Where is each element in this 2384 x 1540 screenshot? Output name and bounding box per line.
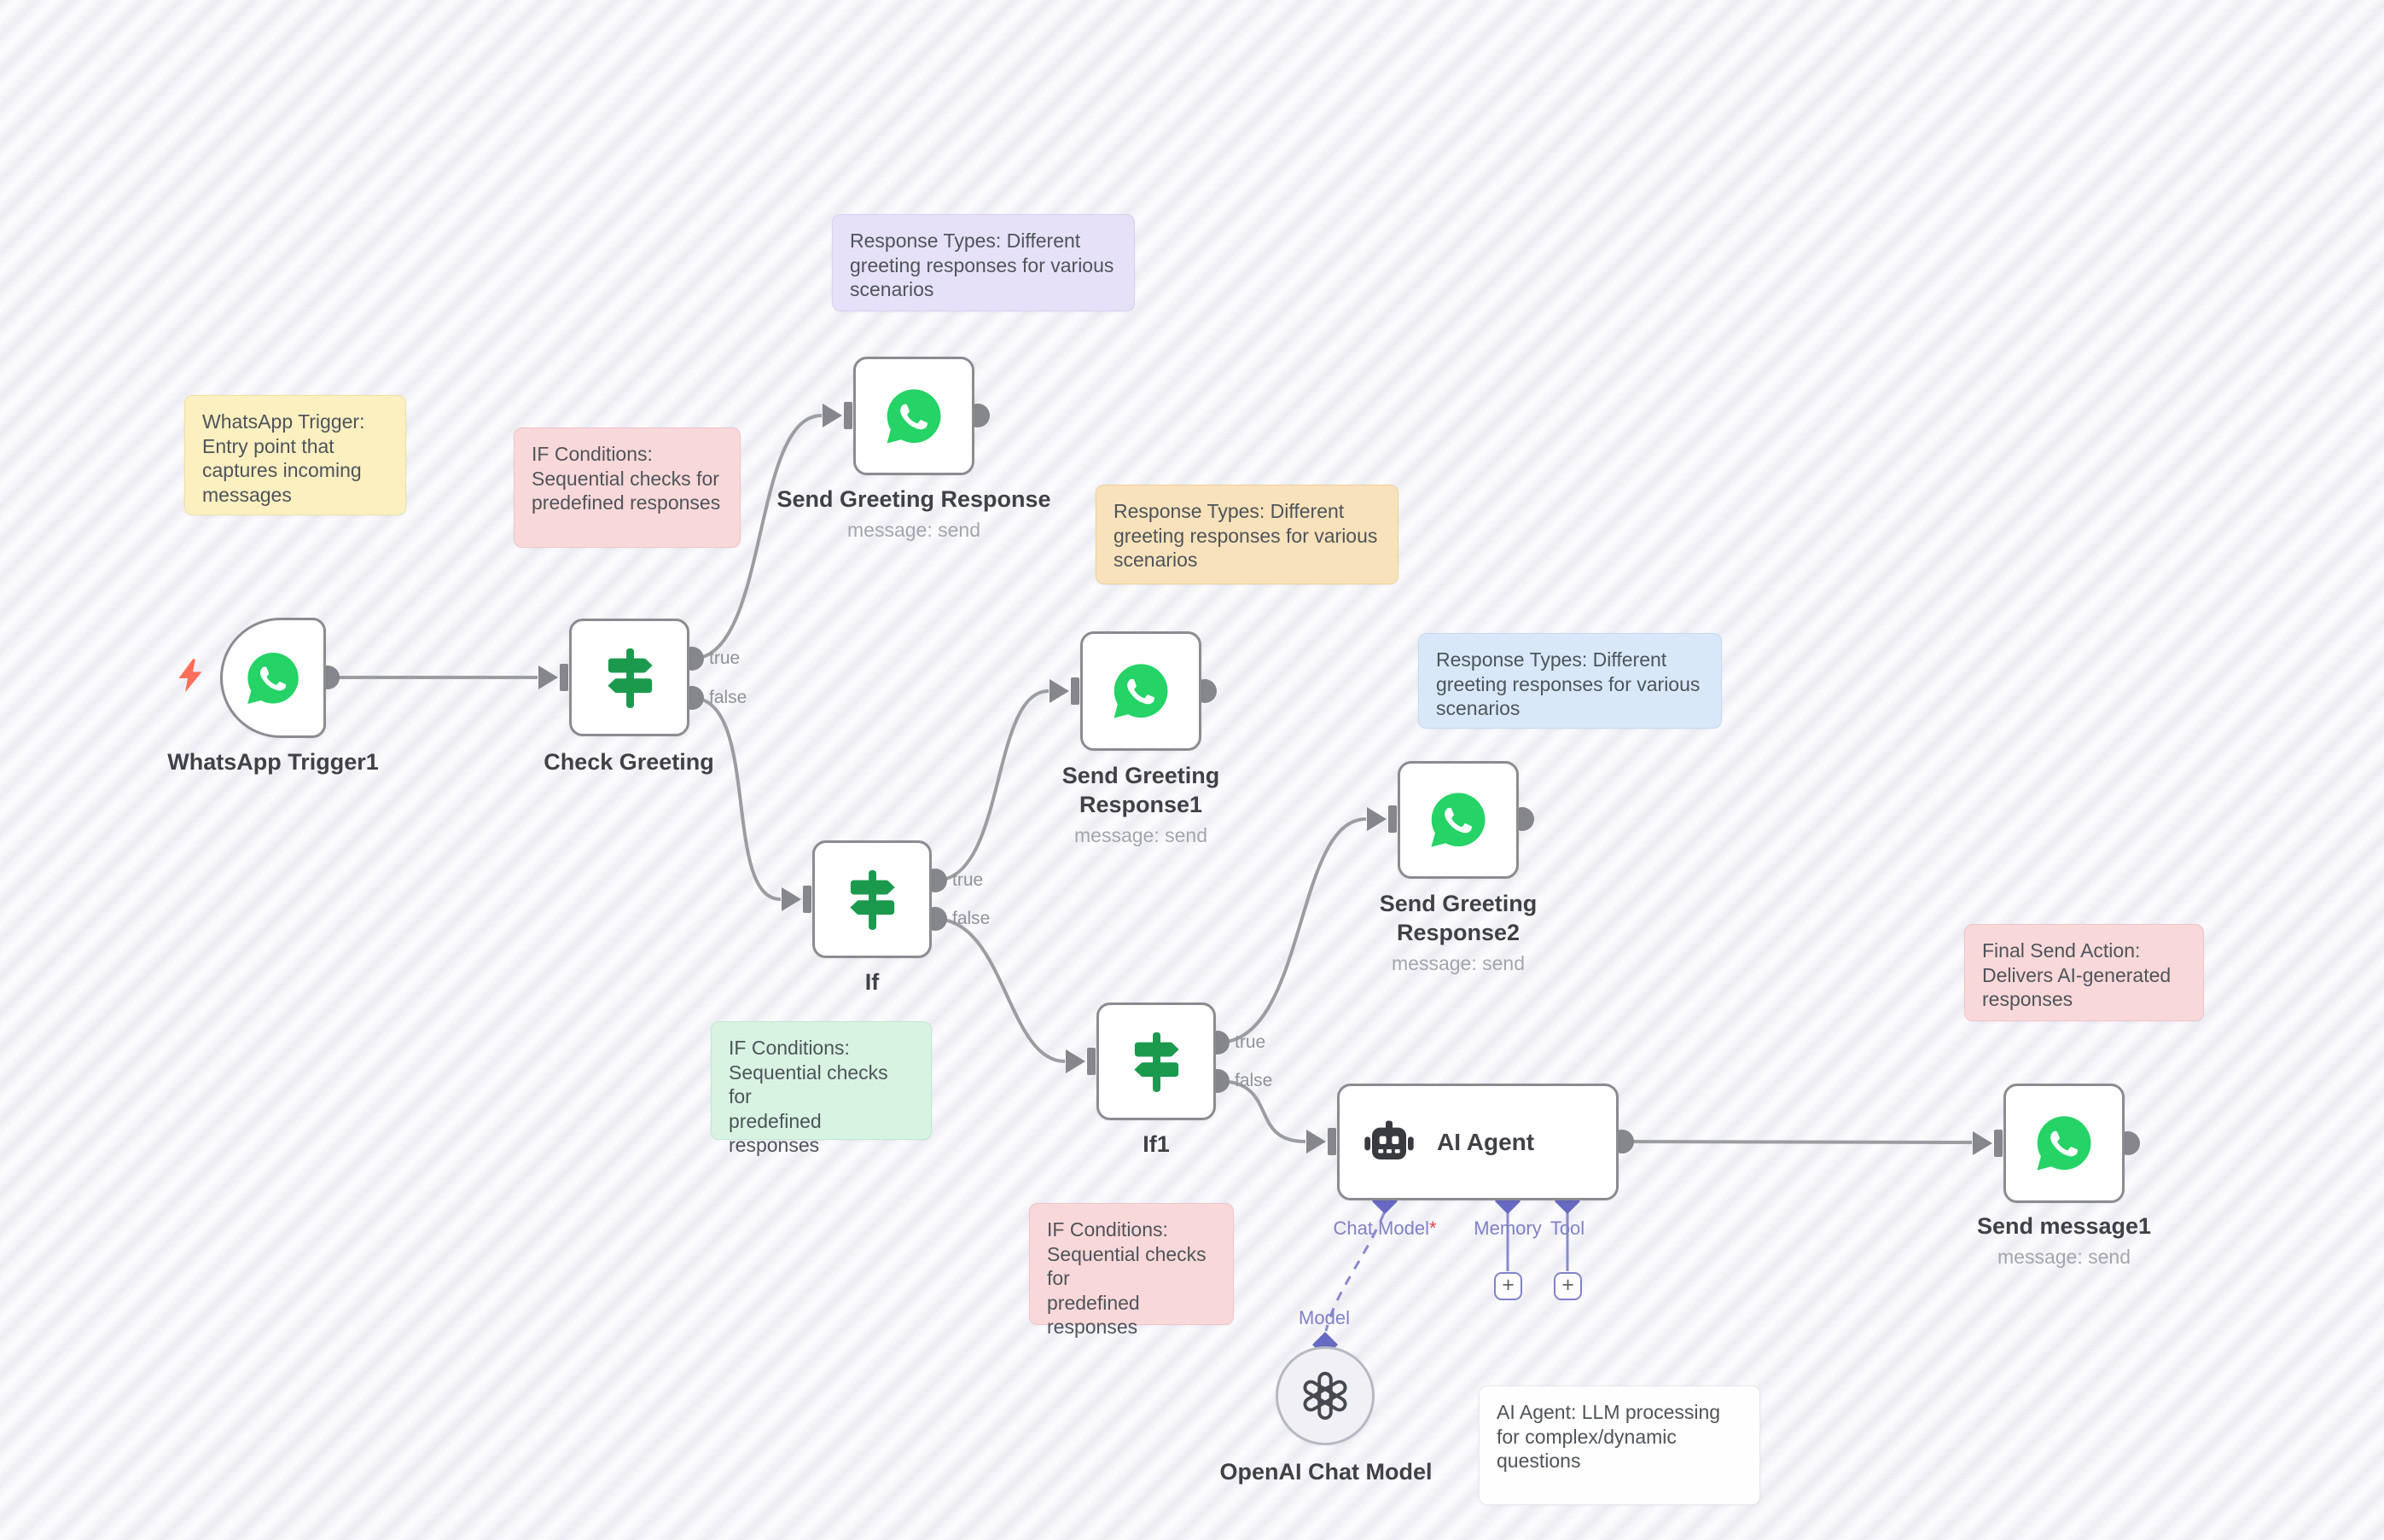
connection-if-true[interactable]	[934, 689, 1050, 882]
chat-model-port-label: Chat Model*	[1333, 1217, 1436, 1240]
if-signpost-icon	[1134, 1032, 1179, 1092]
if-signpost-icon	[607, 648, 653, 708]
node-subtitle: message: send	[1392, 952, 1525, 974]
sticky-note-response-types-orange[interactable]: Response Types: Different greeting respo…	[1096, 485, 1398, 584]
trigger-bolt-icon	[178, 659, 202, 693]
node-label: If1	[1143, 1131, 1170, 1157]
whatsapp-icon	[2037, 1116, 2091, 1171]
input-port[interactable]	[1066, 1048, 1096, 1075]
memory-port-label: Memory	[1474, 1217, 1542, 1239]
node-label: WhatsApp Trigger1	[167, 749, 379, 775]
sticky-note-if-conditions-green[interactable]: IF Conditions: Sequential checks for pre…	[711, 1021, 932, 1156]
if-signpost-icon	[850, 869, 895, 930]
connection-if1-true[interactable]	[1217, 817, 1367, 1044]
node-whatsapp-trigger1[interactable]	[220, 618, 326, 738]
whatsapp-icon	[247, 652, 299, 704]
add-tool-button[interactable]: +	[1554, 1272, 1582, 1300]
whatsapp-icon	[1431, 793, 1486, 847]
node-subtitle: message: send	[1997, 1246, 2131, 1268]
whatsapp-icon	[887, 388, 941, 444]
port-label-false: false	[709, 688, 747, 707]
input-port[interactable]	[823, 402, 852, 429]
node-send-greeting-response1[interactable]	[1080, 631, 1201, 751]
input-port[interactable]	[1306, 1128, 1336, 1155]
tool-port-label: Tool	[1550, 1217, 1585, 1239]
port-label-true: true	[1235, 1032, 1266, 1052]
model-port-label: Model	[1299, 1307, 1350, 1328]
input-port[interactable]	[1050, 677, 1079, 705]
node-ai-agent[interactable]: AI Agent	[1337, 1084, 1619, 1200]
sticky-note-response-types-purple[interactable]: Response Types: Different greeting respo…	[832, 214, 1135, 311]
node-send-greeting-response2[interactable]	[1398, 761, 1519, 879]
node-openai-chat-model[interactable]	[1276, 1346, 1375, 1445]
node-send-message1[interactable]	[2003, 1084, 2125, 1203]
robot-icon	[1364, 1120, 1414, 1159]
node-subtitle: message: send	[1074, 824, 1207, 846]
node-send-greeting-response[interactable]	[853, 357, 974, 475]
port-label-true: true	[709, 648, 741, 668]
required-asterisk: *	[1428, 1217, 1437, 1239]
connection-check-false[interactable]	[691, 696, 782, 901]
node-label: Send Greeting Response	[776, 486, 1051, 512]
openai-icon	[1303, 1371, 1347, 1421]
input-port[interactable]	[538, 664, 568, 691]
chat-model-label-text: Chat Model	[1333, 1217, 1429, 1239]
port-label-false: false	[952, 909, 991, 928]
port-label-true: true	[952, 870, 984, 890]
node-subtitle: message: send	[847, 519, 980, 541]
sticky-note-ai-agent[interactable]: AI Agent: LLM processing for complex/dyn…	[1479, 1386, 1760, 1505]
sticky-note-final-send-action[interactable]: Final Send Action: Delivers AI-generated…	[1964, 924, 2204, 1021]
connection-if-false[interactable]	[934, 917, 1066, 1063]
input-port[interactable]	[1367, 805, 1397, 833]
node-label: If	[864, 969, 880, 995]
add-memory-button[interactable]: +	[1494, 1272, 1522, 1300]
node-if[interactable]	[812, 840, 932, 958]
input-port[interactable]	[1973, 1130, 2003, 1157]
node-if1[interactable]	[1096, 1002, 1216, 1120]
sticky-note-if-conditions-1[interactable]: IF Conditions: Sequential checks for pre…	[514, 427, 741, 548]
sticky-note-whatsapp-trigger[interactable]: WhatsApp Trigger: Entry point that captu…	[184, 395, 406, 515]
input-port[interactable]	[782, 886, 811, 913]
port-label-false: false	[1235, 1071, 1273, 1090]
node-check-greeting[interactable]	[569, 619, 689, 736]
sticky-note-if-conditions-2[interactable]: IF Conditions: Sequential checks for pre…	[1029, 1203, 1234, 1338]
node-label: Send Greeting Response1	[1061, 763, 1220, 817]
node-label: OpenAI Chat Model	[1219, 1459, 1433, 1485]
node-label: Check Greeting	[544, 749, 714, 775]
sticky-note-response-types-blue[interactable]: Response Types: Different greeting respo…	[1418, 633, 1722, 729]
whatsapp-icon	[1114, 664, 1168, 718]
node-label: Send message1	[1976, 1213, 2152, 1239]
node-label: AI Agent	[1437, 1128, 1535, 1155]
node-label: Send Greeting Response2	[1379, 891, 1538, 945]
